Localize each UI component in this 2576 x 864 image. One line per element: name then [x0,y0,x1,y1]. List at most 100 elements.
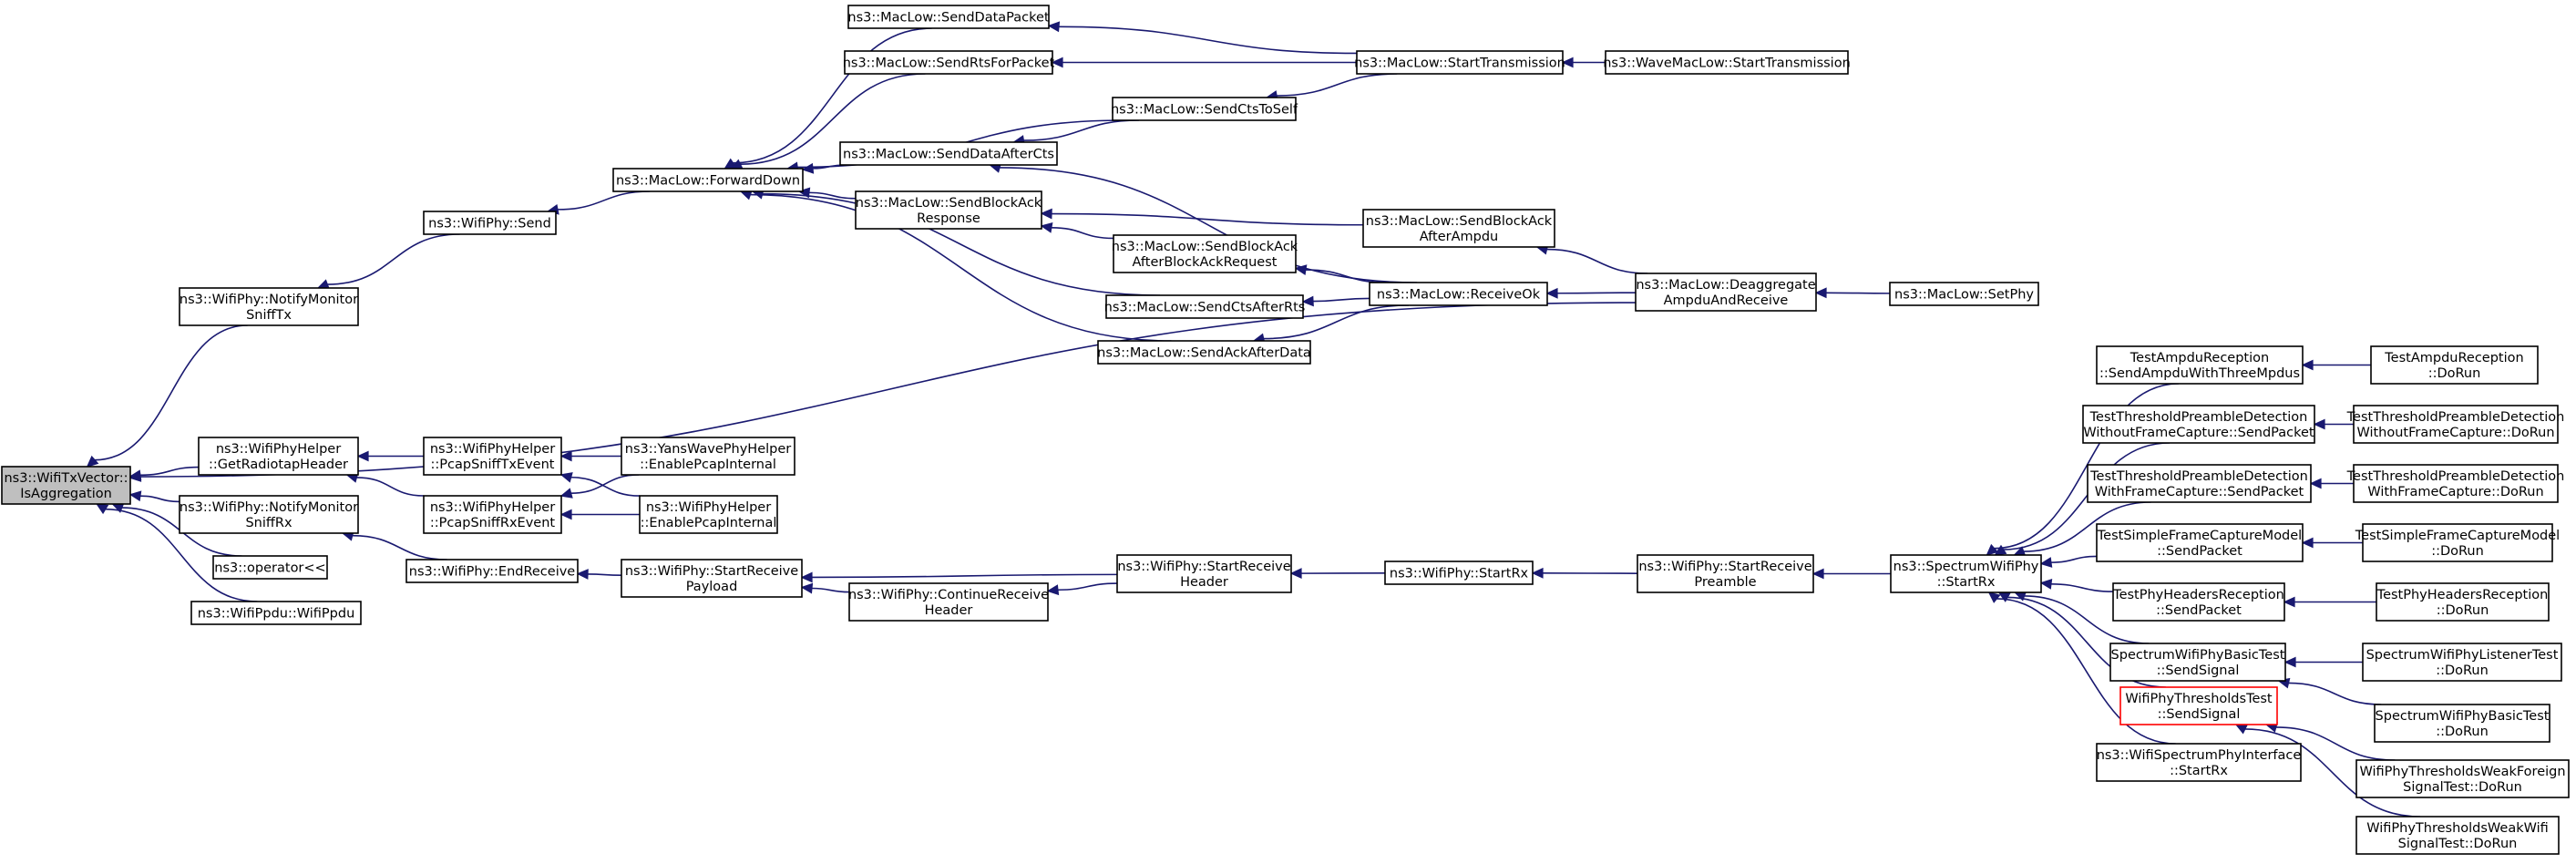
node-box[interactable] [1605,50,1849,75]
node-box[interactable] [621,437,795,476]
node-waveStartTx[interactable]: ns3::WaveMacLow::StartTransmission [1603,50,1851,75]
node-box[interactable] [190,601,362,625]
node-box[interactable] [2376,582,2550,622]
node-box[interactable] [179,495,359,534]
node-box[interactable] [1356,50,1564,75]
node-wifippdu[interactable]: ns3::WifiPpdu::WifiPpdu [190,601,362,625]
node-swplDoRun[interactable]: SpectrumWifiPhyListenerTest::DoRun [2362,643,2562,682]
node-oplt[interactable]: ns3::operator<< [212,555,328,580]
node-box[interactable] [847,5,1050,29]
node-yansPcap[interactable]: ns3::YansWavePhyHelper::EnablePcapIntern… [621,437,795,476]
node-box[interactable] [639,495,778,534]
node-sniffTxEv[interactable]: ns3::WifiPhyHelper::PcapSniffTxEvent [423,437,562,476]
node-box[interactable] [1097,340,1311,365]
node-box[interactable] [405,559,579,583]
node-box[interactable] [2355,759,2570,798]
node-box[interactable] [1369,282,1548,306]
node-box[interactable] [621,559,803,598]
node-box[interactable] [2362,643,2562,682]
node-tphrSend[interactable]: TestPhyHeadersReception::SendPacket [2112,582,2285,622]
node-box[interactable] [423,437,562,476]
node-box[interactable] [2374,704,2550,743]
node-ampduDoRun[interactable]: TestAmpduReception::DoRun [2370,345,2539,385]
node-isagg[interactable]: ns3::WifiTxVector::IsAggregation [1,466,131,505]
node-box[interactable] [2082,405,2315,444]
node-box[interactable] [2087,464,2312,503]
node-tpdWithoutDoRun[interactable]: TestThresholdPreambleDetectionWithoutFra… [2346,405,2565,444]
node-tpdWithoutSend[interactable]: TestThresholdPreambleDetectionWithoutFra… [2082,405,2315,444]
node-sendDataAfterCts[interactable]: ns3::MacLow::SendDataAfterCts [839,141,1058,166]
node-box[interactable] [1105,294,1304,319]
node-phySend[interactable]: ns3::WifiPhy::Send [423,211,557,235]
node-box[interactable] [423,495,562,534]
node-box[interactable] [1112,97,1297,121]
node-wptWifiDoRun[interactable]: WifiPhyThresholdsWeakWifiSignalTest::DoR… [2355,816,2560,855]
node-helperPcap[interactable]: ns3::WifiPhyHelper::EnablePcapInternal [639,495,778,534]
node-box[interactable] [2370,345,2539,385]
node-box[interactable] [2353,464,2559,503]
node-box[interactable] [1890,554,2042,593]
node-sendCtsAfterRts[interactable]: ns3::MacLow::SendCtsAfterRts [1104,294,1306,319]
node-box[interactable] [839,141,1058,166]
node-box[interactable] [1116,554,1292,593]
node-box[interactable] [2096,345,2304,385]
node-sendRts[interactable]: ns3::MacLow::SendRtsForPacket [843,50,1055,75]
node-tsfcDoRun[interactable]: TestSimpleFrameCaptureModel::DoRun [2355,523,2560,562]
node-tsfcSend[interactable]: TestSimpleFrameCaptureModel::SendPacket [2096,523,2304,562]
node-sendCtsSelf[interactable]: ns3::MacLow::SendCtsToSelf [1111,97,1298,121]
node-wptSend[interactable]: WifiPhyThresholdsTest::SendSignal [2119,686,2278,725]
node-swpbSend[interactable]: SpectrumWifiPhyBasicTest::SendSignal [2109,643,2286,682]
node-box[interactable] [612,168,804,192]
node-box[interactable] [2096,743,2302,782]
node-tpdWithDoRun[interactable]: TestThresholdPreambleDetectionWithFrameC… [2346,464,2565,503]
node-box[interactable] [1113,234,1297,273]
node-sniffRxEv[interactable]: ns3::WifiPhyHelper::PcapSniffRxEvent [423,495,562,534]
node-sendBaAfterReq[interactable]: ns3::MacLow::SendBlockAckAfterBlockAckRe… [1112,234,1298,273]
node-fwdDown[interactable]: ns3::MacLow::ForwardDown [612,168,804,192]
node-box[interactable] [1362,209,1555,248]
node-box[interactable] [1384,561,1534,585]
node-box[interactable] [2109,643,2286,682]
node-setPhy[interactable]: ns3::MacLow::SetPhy [1889,282,2039,306]
node-box[interactable] [1889,282,2039,306]
node-box[interactable] [2355,816,2560,855]
node-wptForeignDoRun[interactable]: WifiPhyThresholdsWeakForeignSignalTest::… [2355,759,2570,798]
node-box[interactable] [844,50,1053,75]
node-spectrumStartRx[interactable]: ns3::SpectrumWifiPhy::StartRx [1890,554,2042,593]
node-box[interactable] [848,582,1049,622]
node-tphrDoRun[interactable]: TestPhyHeadersReception::DoRun [2376,582,2550,622]
node-box[interactable] [1635,273,1817,312]
node-ampduSend[interactable]: TestAmpduReception::SendAmpduWithThreeMp… [2096,345,2304,385]
node-box[interactable] [2353,405,2559,444]
node-wspiStartRx[interactable]: ns3::WifiSpectrumPhyInterface::StartRx [2096,743,2302,782]
node-box[interactable] [212,555,328,580]
node-box[interactable] [423,211,557,235]
node-sendAckAfterData[interactable]: ns3::MacLow::SendAckAfterData [1097,340,1311,365]
node-endRecv[interactable]: ns3::WifiPhy::EndReceive [405,559,579,583]
node-box[interactable] [2112,582,2285,622]
node-swpbDoRun[interactable]: SpectrumWifiPhyBasicTest::DoRun [2374,704,2550,743]
node-box[interactable] [2362,523,2553,562]
node-tpdWithSend[interactable]: TestThresholdPreambleDetectionWithFrameC… [2087,464,2312,503]
node-sendDataPkt[interactable]: ns3::MacLow::SendDataPacket [847,5,1050,29]
node-startRx[interactable]: ns3::WifiPhy::StartRx [1384,561,1534,585]
node-box[interactable] [855,190,1042,230]
node-box[interactable] [2096,523,2304,562]
node-radiotap[interactable]: ns3::WifiPhyHelper::GetRadiotapHeader [198,437,359,476]
node-box[interactable] [179,287,359,326]
node-recvOk[interactable]: ns3::MacLow::ReceiveOk [1369,282,1548,306]
node-box[interactable] [2119,686,2278,725]
node-box[interactable] [1,466,131,505]
node-box[interactable] [198,437,359,476]
node-startTx[interactable]: ns3::MacLow::StartTransmission [1354,50,1565,75]
node-box[interactable] [1637,554,1814,593]
